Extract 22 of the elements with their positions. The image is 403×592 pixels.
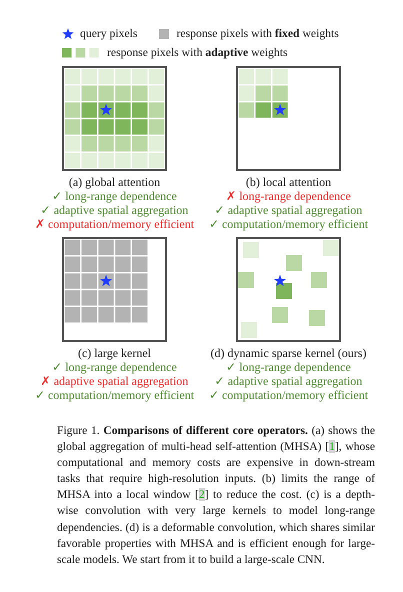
legend-text: response pixels with adaptive weights — [107, 46, 288, 60]
criterion-text: ✓ adaptive spatial aggregation — [214, 374, 362, 388]
criterion-text: ✗ long-range dependence — [226, 188, 351, 203]
criterion-text: ✓ long-range dependence — [226, 360, 351, 374]
criterion-text: ✓ adaptive spatial aggregation — [40, 202, 188, 218]
criterion-text: ✓ long-range dependence — [52, 188, 177, 203]
figure-caption: Figure 1. Comparisons of different core operators. (a) shows the global aggregation of multi-head self-attention (MHSA) [1], whose computational and memory costs are expensive in down-stream tasks that require high-resolution inputs. (b) limits the range of MHSA into a local window [2] to reduce the cost. (c) is a depth-wise convolution with very large kernels to model long-range dependencies. (d) is a deformable convolution, which shares similar favorable properties with MHSA and is efficient enough for large-scale models. We start from it to build a large-scale CNN. — [57, 423, 375, 568]
criterion-text: ✓ computation/memory efficient — [34, 388, 194, 402]
citation-link: 2 — [198, 488, 205, 502]
criterion-text: ✓ long-range dependence — [52, 360, 177, 374]
panel-caption: (c) large kernel — [78, 346, 152, 360]
criterion-text: ✗ computation/memory efficient — [34, 217, 194, 232]
panel-caption: (a) global attention — [68, 174, 160, 189]
legend-text: query pixels — [80, 27, 138, 41]
criterion-text: ✗ adaptive spatial aggregation — [40, 374, 188, 388]
panel-caption: (b) local attention — [246, 174, 332, 189]
legend-text: response pixels with fixed weights — [176, 27, 339, 41]
criterion-text: ✓ adaptive spatial aggregation — [214, 202, 362, 218]
criterion-text: ✓ computation/memory efficient — [208, 217, 368, 232]
criterion-text: ✓ computation/memory efficient — [208, 388, 368, 402]
citation-link: 1 — [329, 440, 335, 454]
panel-caption: (d) dynamic sparse kernel (ours) — [210, 346, 366, 360]
